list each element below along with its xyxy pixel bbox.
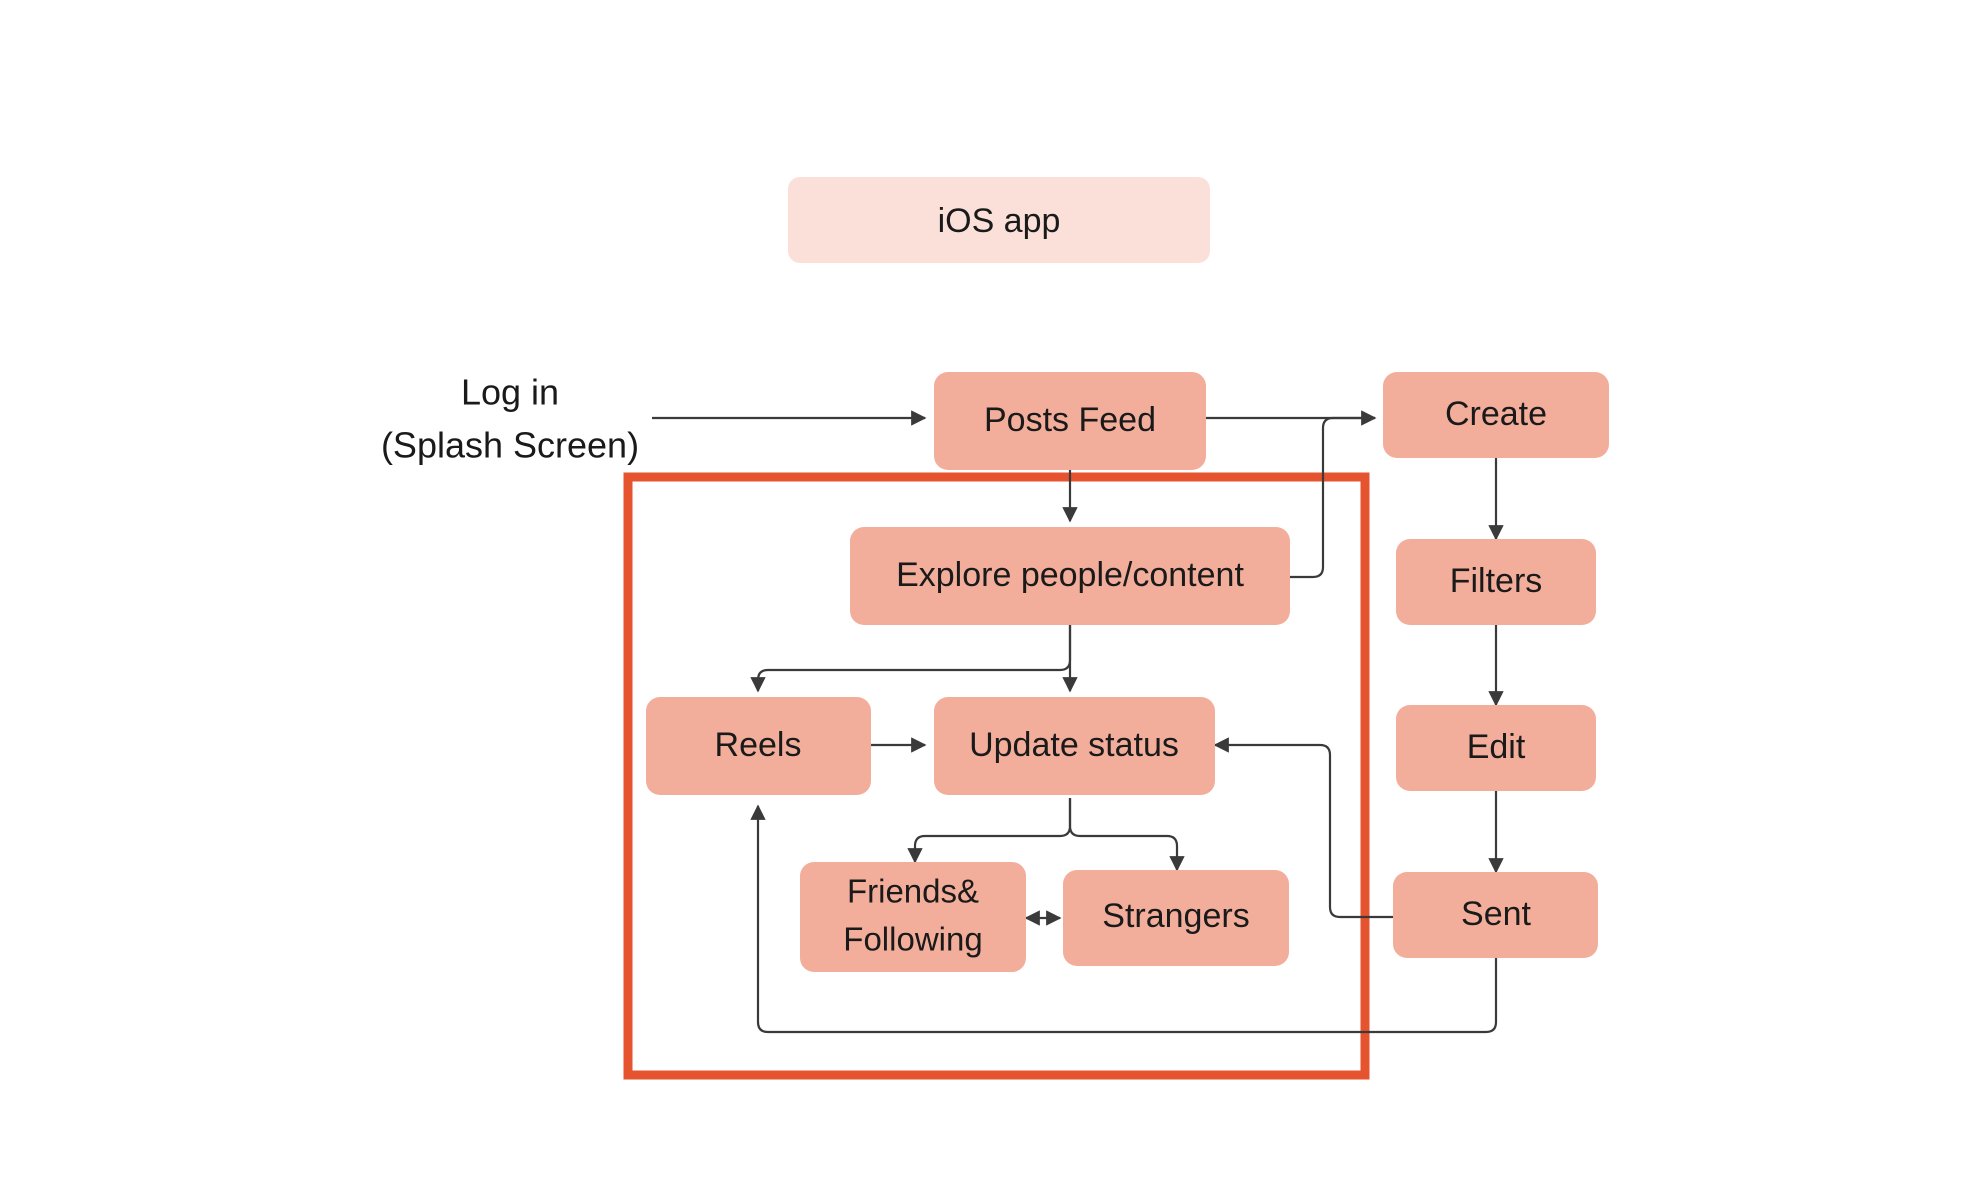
node-friends-following-label-line2: Following (843, 921, 982, 958)
edge-explore-to-reels (750, 625, 1072, 693)
node-sent-box[interactable] (1393, 872, 1598, 958)
node-reels-label: Reels (715, 726, 802, 764)
login-label-line1: Log in (461, 372, 559, 413)
node-friends-following-label-line1: Friends& (847, 873, 979, 910)
node-update-status-label: Update status (969, 726, 1179, 764)
node-explore-label: Explore people/content (896, 556, 1244, 594)
node-edit-box[interactable] (1396, 705, 1596, 791)
node-filters-box[interactable] (1396, 539, 1596, 625)
node-edit-label: Edit (1467, 728, 1526, 766)
node-filters-label: Filters (1450, 562, 1543, 600)
edge-explore-to-create (1290, 416, 1375, 579)
node-reels-box[interactable] (646, 697, 871, 795)
node-posts-feed-box[interactable] (934, 372, 1206, 470)
node-sent-label: Sent (1461, 895, 1531, 933)
login-label-line2: (Splash Screen) (381, 425, 639, 466)
node-explore-box[interactable] (850, 527, 1290, 625)
node-strangers-box[interactable] (1063, 870, 1289, 966)
node-ios-app-label: iOS app (938, 202, 1061, 240)
edge-sent-to-reels (750, 804, 1498, 1034)
node-update-status-box[interactable] (934, 697, 1215, 795)
node-friends-following-box[interactable] (800, 862, 1026, 972)
highlight-group-box[interactable] (623, 472, 1370, 1080)
edge-sent-to-update-status (1213, 737, 1393, 919)
node-posts-feed-label: Posts Feed (984, 401, 1156, 439)
node-strangers-label: Strangers (1102, 897, 1249, 935)
node-ios-app-box[interactable] (788, 177, 1210, 263)
node-create-box[interactable] (1383, 372, 1609, 458)
edge-update-status-to-friends-following (907, 798, 1072, 864)
node-create-label: Create (1445, 395, 1547, 433)
edge-update-status-to-strangers (1068, 798, 1185, 872)
